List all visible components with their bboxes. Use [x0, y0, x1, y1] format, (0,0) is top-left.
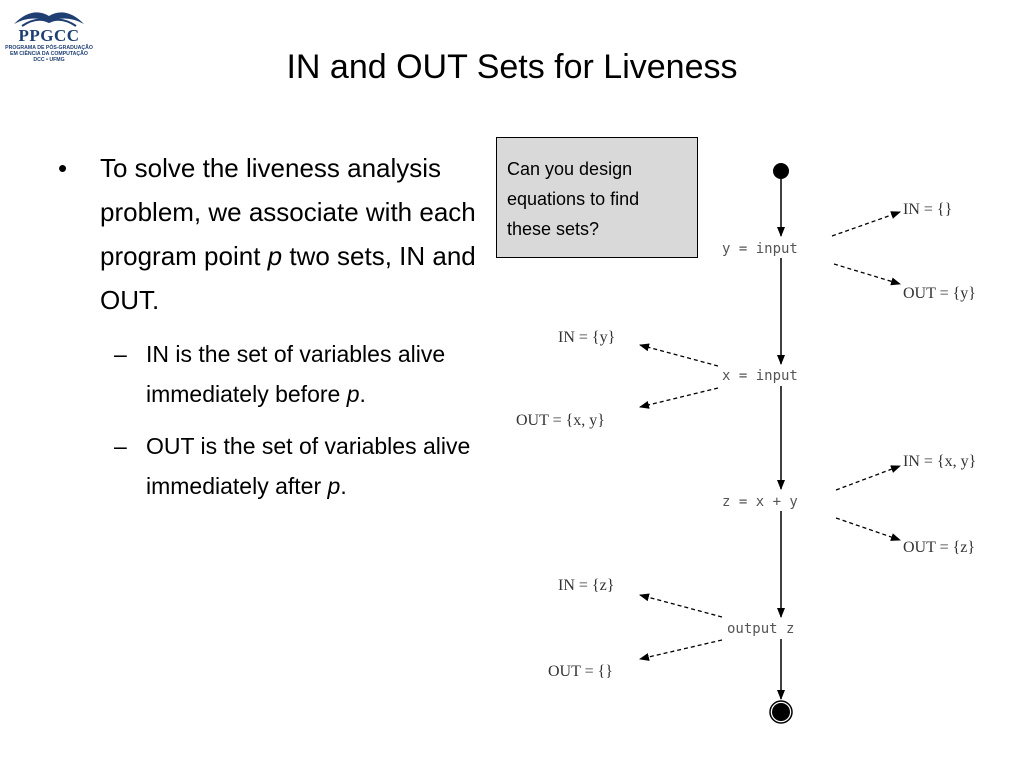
subbullet-text: IN is the set of variables alive immedia…	[146, 341, 446, 407]
end-node-ring	[769, 700, 793, 724]
logo-subtitle: PROGRAMA DE PÓS-GRADUAÇÃO EM CIÊNCIA DA …	[4, 45, 94, 63]
subbullet-var: p	[346, 381, 360, 407]
ppgcc-logo: PPGCC PROGRAMA DE PÓS-GRADUAÇÃO EM CIÊNC…	[4, 4, 94, 66]
out-arrow	[835, 517, 901, 541]
statement: output z	[727, 621, 794, 637]
statement: y = input	[722, 241, 798, 257]
logo-name: PPGCC	[18, 26, 80, 45]
logo-line3: DCC • UFMG	[33, 57, 65, 63]
bullet-dot-icon: •	[58, 153, 68, 183]
slide-body: • To solve the liveness analysis problem…	[58, 146, 498, 506]
subbullet-end: .	[359, 381, 366, 407]
subbullet-in: – IN is the set of variables alive immed…	[58, 334, 498, 414]
out-set-label: OUT = {z}	[903, 539, 975, 556]
in-set-label: IN = {z}	[558, 577, 614, 594]
out-arrow	[639, 387, 719, 409]
in-arrow	[835, 465, 901, 491]
end-node	[772, 703, 790, 721]
out-arrow	[639, 639, 723, 661]
logo-line2: EM CIÊNCIA DA COMPUTAÇÃO	[10, 51, 88, 57]
in-arrow	[831, 211, 901, 237]
dash-icon: –	[114, 341, 127, 367]
logo-emblem-icon	[14, 12, 84, 27]
subbullet-var: p	[327, 473, 341, 499]
statement: x = input	[722, 368, 798, 384]
statement: z = x + y	[722, 494, 798, 510]
start-node	[773, 163, 789, 179]
in-arrow	[639, 593, 723, 618]
subbullet-end: .	[340, 473, 347, 499]
out-set-label: OUT = {x, y}	[516, 412, 605, 429]
in-arrow	[639, 343, 719, 367]
in-set-label: IN = {}	[903, 201, 952, 218]
slide-title: IN and OUT Sets for Liveness	[286, 48, 738, 86]
out-set-label: OUT = {}	[548, 663, 613, 680]
dash-icon: –	[114, 433, 127, 459]
subbullet-out: – OUT is the set of variables alive imme…	[58, 426, 498, 506]
in-set-label: IN = {x, y}	[903, 453, 976, 470]
in-set-label: IN = {y}	[558, 329, 615, 346]
out-arrow	[833, 263, 901, 286]
subbullet-text: OUT is the set of variables alive immedi…	[146, 433, 471, 499]
out-set-label: OUT = {y}	[903, 285, 976, 302]
logo-line1: PROGRAMA DE PÓS-GRADUAÇÃO	[5, 45, 93, 51]
bullet-var: p	[267, 241, 283, 271]
callout-box: Can you design equations to find these s…	[496, 137, 698, 258]
bullet-text: To solve the liveness analysis problem, …	[100, 153, 476, 271]
bullet-text-end: two sets, IN and OUT.	[100, 241, 476, 315]
bullet-main: • To solve the liveness analysis problem…	[58, 146, 498, 322]
